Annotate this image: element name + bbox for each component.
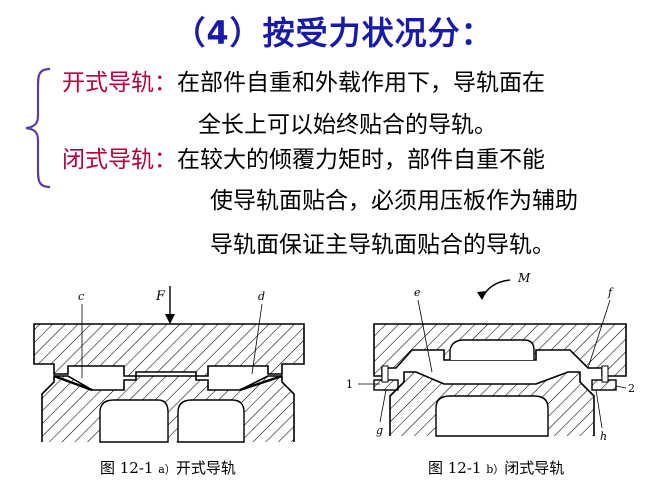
- figure-b-caption-prefix: 图 12-1: [428, 459, 482, 477]
- figure-open-guideway: c F d: [33, 286, 305, 443]
- label-c: c: [78, 290, 84, 303]
- closed-guide-line1: 闭式导轨：在较大的倾覆力矩时，部件自重不能: [62, 145, 545, 175]
- label-h: h: [600, 430, 607, 443]
- curly-brace-icon: [25, 67, 51, 189]
- figure-b-caption-letter: b）: [486, 463, 505, 476]
- moving-part: [33, 323, 305, 377]
- open-guide-term: 开式导轨：: [62, 70, 177, 96]
- slide-title: （4）按受力状况分：: [173, 14, 494, 52]
- closed-guide-term: 闭式导轨：: [62, 147, 177, 173]
- figure-a-caption-prefix: 图 12-1: [100, 459, 154, 477]
- figure-b-caption-text: 闭式导轨: [504, 459, 565, 477]
- label-1: 1: [346, 378, 353, 391]
- figure-b-caption: 图 12-1 b）闭式导轨: [428, 457, 564, 478]
- label-e: e: [414, 286, 421, 299]
- label-2: 2: [628, 382, 635, 395]
- open-guide-definition-2: 全长上可以始终贴合的导轨。: [198, 112, 497, 138]
- figure-a-caption-letter: a）: [158, 463, 176, 476]
- label-f: f: [607, 286, 614, 299]
- figure-a-caption: 图 12-1 a）开式导轨: [100, 457, 236, 478]
- figure-closed-guideway: M e f 1 2 g h: [346, 271, 635, 443]
- label-g: g: [376, 424, 383, 437]
- label-d: d: [258, 290, 265, 303]
- open-guide-definition-1: 在部件自重和外载作用下，导轨面在: [177, 70, 545, 96]
- label-F: F: [155, 289, 166, 304]
- closed-guide-definition-3: 导轨面保证主导轨面贴合的导轨。: [210, 232, 555, 258]
- open-guide-line1: 开式导轨：在部件自重和外载作用下，导轨面在: [62, 68, 545, 98]
- closed-guide-definition-1: 在较大的倾覆力矩时，部件自重不能: [177, 147, 545, 173]
- closed-guide-definition-2: 使导轨面贴合，必须用压板作为辅助: [210, 188, 578, 214]
- figure-a-caption-text: 开式导轨: [175, 459, 236, 477]
- label-M: M: [517, 271, 531, 285]
